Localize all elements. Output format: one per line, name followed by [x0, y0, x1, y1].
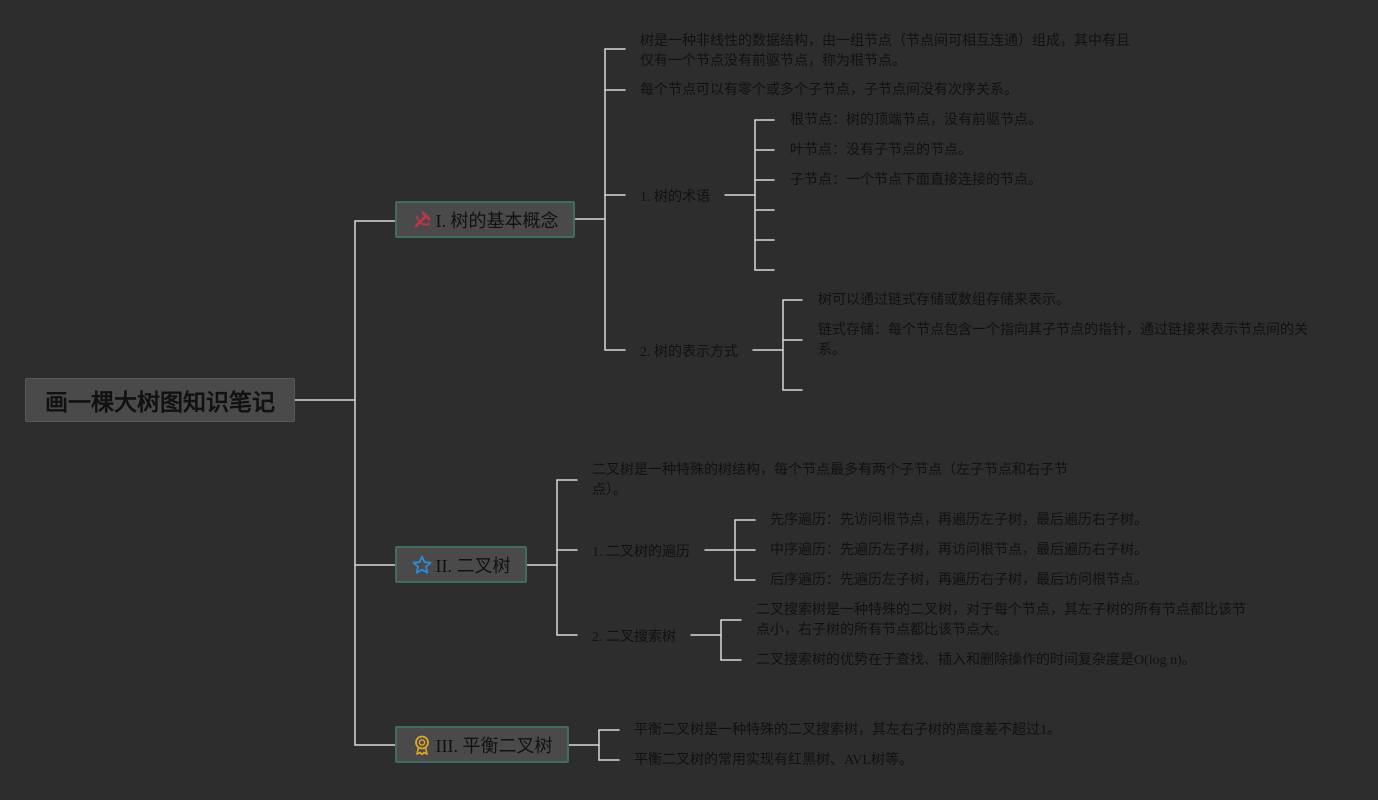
branch-topic-title: III. 平衡二叉树 [435, 735, 553, 756]
note-tree-definition[interactable]: 树是一种非线性的数据结构，由一组节点（节点间可相互连通）组成，其中有且仅有一个节… [640, 34, 1130, 69]
leaf-root-node[interactable]: 根节点：树的顶端节点，没有前驱节点。 [790, 113, 1042, 128]
branch-topic-balanced-tree[interactable]: III. 平衡二叉树 [395, 726, 569, 763]
leaf-leaf-node[interactable]: 叶节点：没有子节点的节点。 [790, 143, 972, 158]
subtopic-bst[interactable]: 2. 二叉搜索树 [592, 630, 676, 645]
hammer-sickle-icon [412, 210, 432, 230]
subtopic-tree-representation[interactable]: 2. 树的表示方式 [640, 345, 738, 360]
star-outline-icon [412, 555, 432, 575]
leaf-inorder[interactable]: 中序遍历：先遍历左子树，再访问根节点，最后遍历右子树。 [770, 543, 1148, 558]
leaf-child-node[interactable]: 子节点：一个节点下面直接连接的节点。 [790, 173, 1042, 188]
leaf-storage-methods[interactable]: 树可以通过链式存储或数组存储来表示。 [818, 293, 1070, 308]
root-topic-title: 画一棵大树图知识笔记 [45, 390, 275, 416]
root-topic[interactable]: 画一棵大树图知识笔记 [25, 378, 295, 422]
note-balanced-definition[interactable]: 平衡二叉树是一种特殊的二叉搜索树，其左右子树的高度差不超过1。 [634, 723, 1061, 738]
branch-topic-basic-concepts[interactable]: I. 树的基本概念 [395, 201, 575, 238]
leaf-bst-definition[interactable]: 二叉搜索树是一种特殊的二叉树，对于每个节点，其左子树的所有节点都比该节点小，右子… [756, 603, 1246, 638]
note-child-nodes[interactable]: 每个节点可以有零个或多个子节点，子节点间没有次序关系。 [640, 83, 1018, 98]
award-ribbon-icon [412, 735, 432, 755]
branch-topic-binary-tree[interactable]: II. 二叉树 [395, 546, 527, 583]
branch-topic-title: I. 树的基本概念 [435, 210, 559, 231]
subtopic-tree-terms[interactable]: 1. 树的术语 [640, 190, 710, 205]
leaf-bst-advantage[interactable]: 二叉搜索树的优势在于查找、插入和删除操作的时间复杂度是O(log n)。 [756, 653, 1196, 668]
leaf-linked-storage[interactable]: 链式存储：每个节点包含一个指向其子节点的指针，通过链接来表示节点间的关系。 [818, 323, 1308, 358]
leaf-postorder[interactable]: 后序遍历：先遍历左子树，再遍历右子树，最后访问根节点。 [770, 573, 1148, 588]
branch-topic-title: II. 二叉树 [435, 555, 511, 576]
note-binary-tree-definition[interactable]: 二叉树是一种特殊的树结构，每个节点最多有两个子节点（左子节点和右子节点）。 [592, 463, 1068, 498]
leaf-preorder[interactable]: 先序遍历：先访问根节点，再遍历左子树，最后遍历右子树。 [770, 513, 1148, 528]
note-balanced-implementations[interactable]: 平衡二叉树的常用实现有红黑树、AVL树等。 [634, 753, 913, 768]
subtopic-traversal[interactable]: 1. 二叉树的遍历 [592, 545, 690, 560]
